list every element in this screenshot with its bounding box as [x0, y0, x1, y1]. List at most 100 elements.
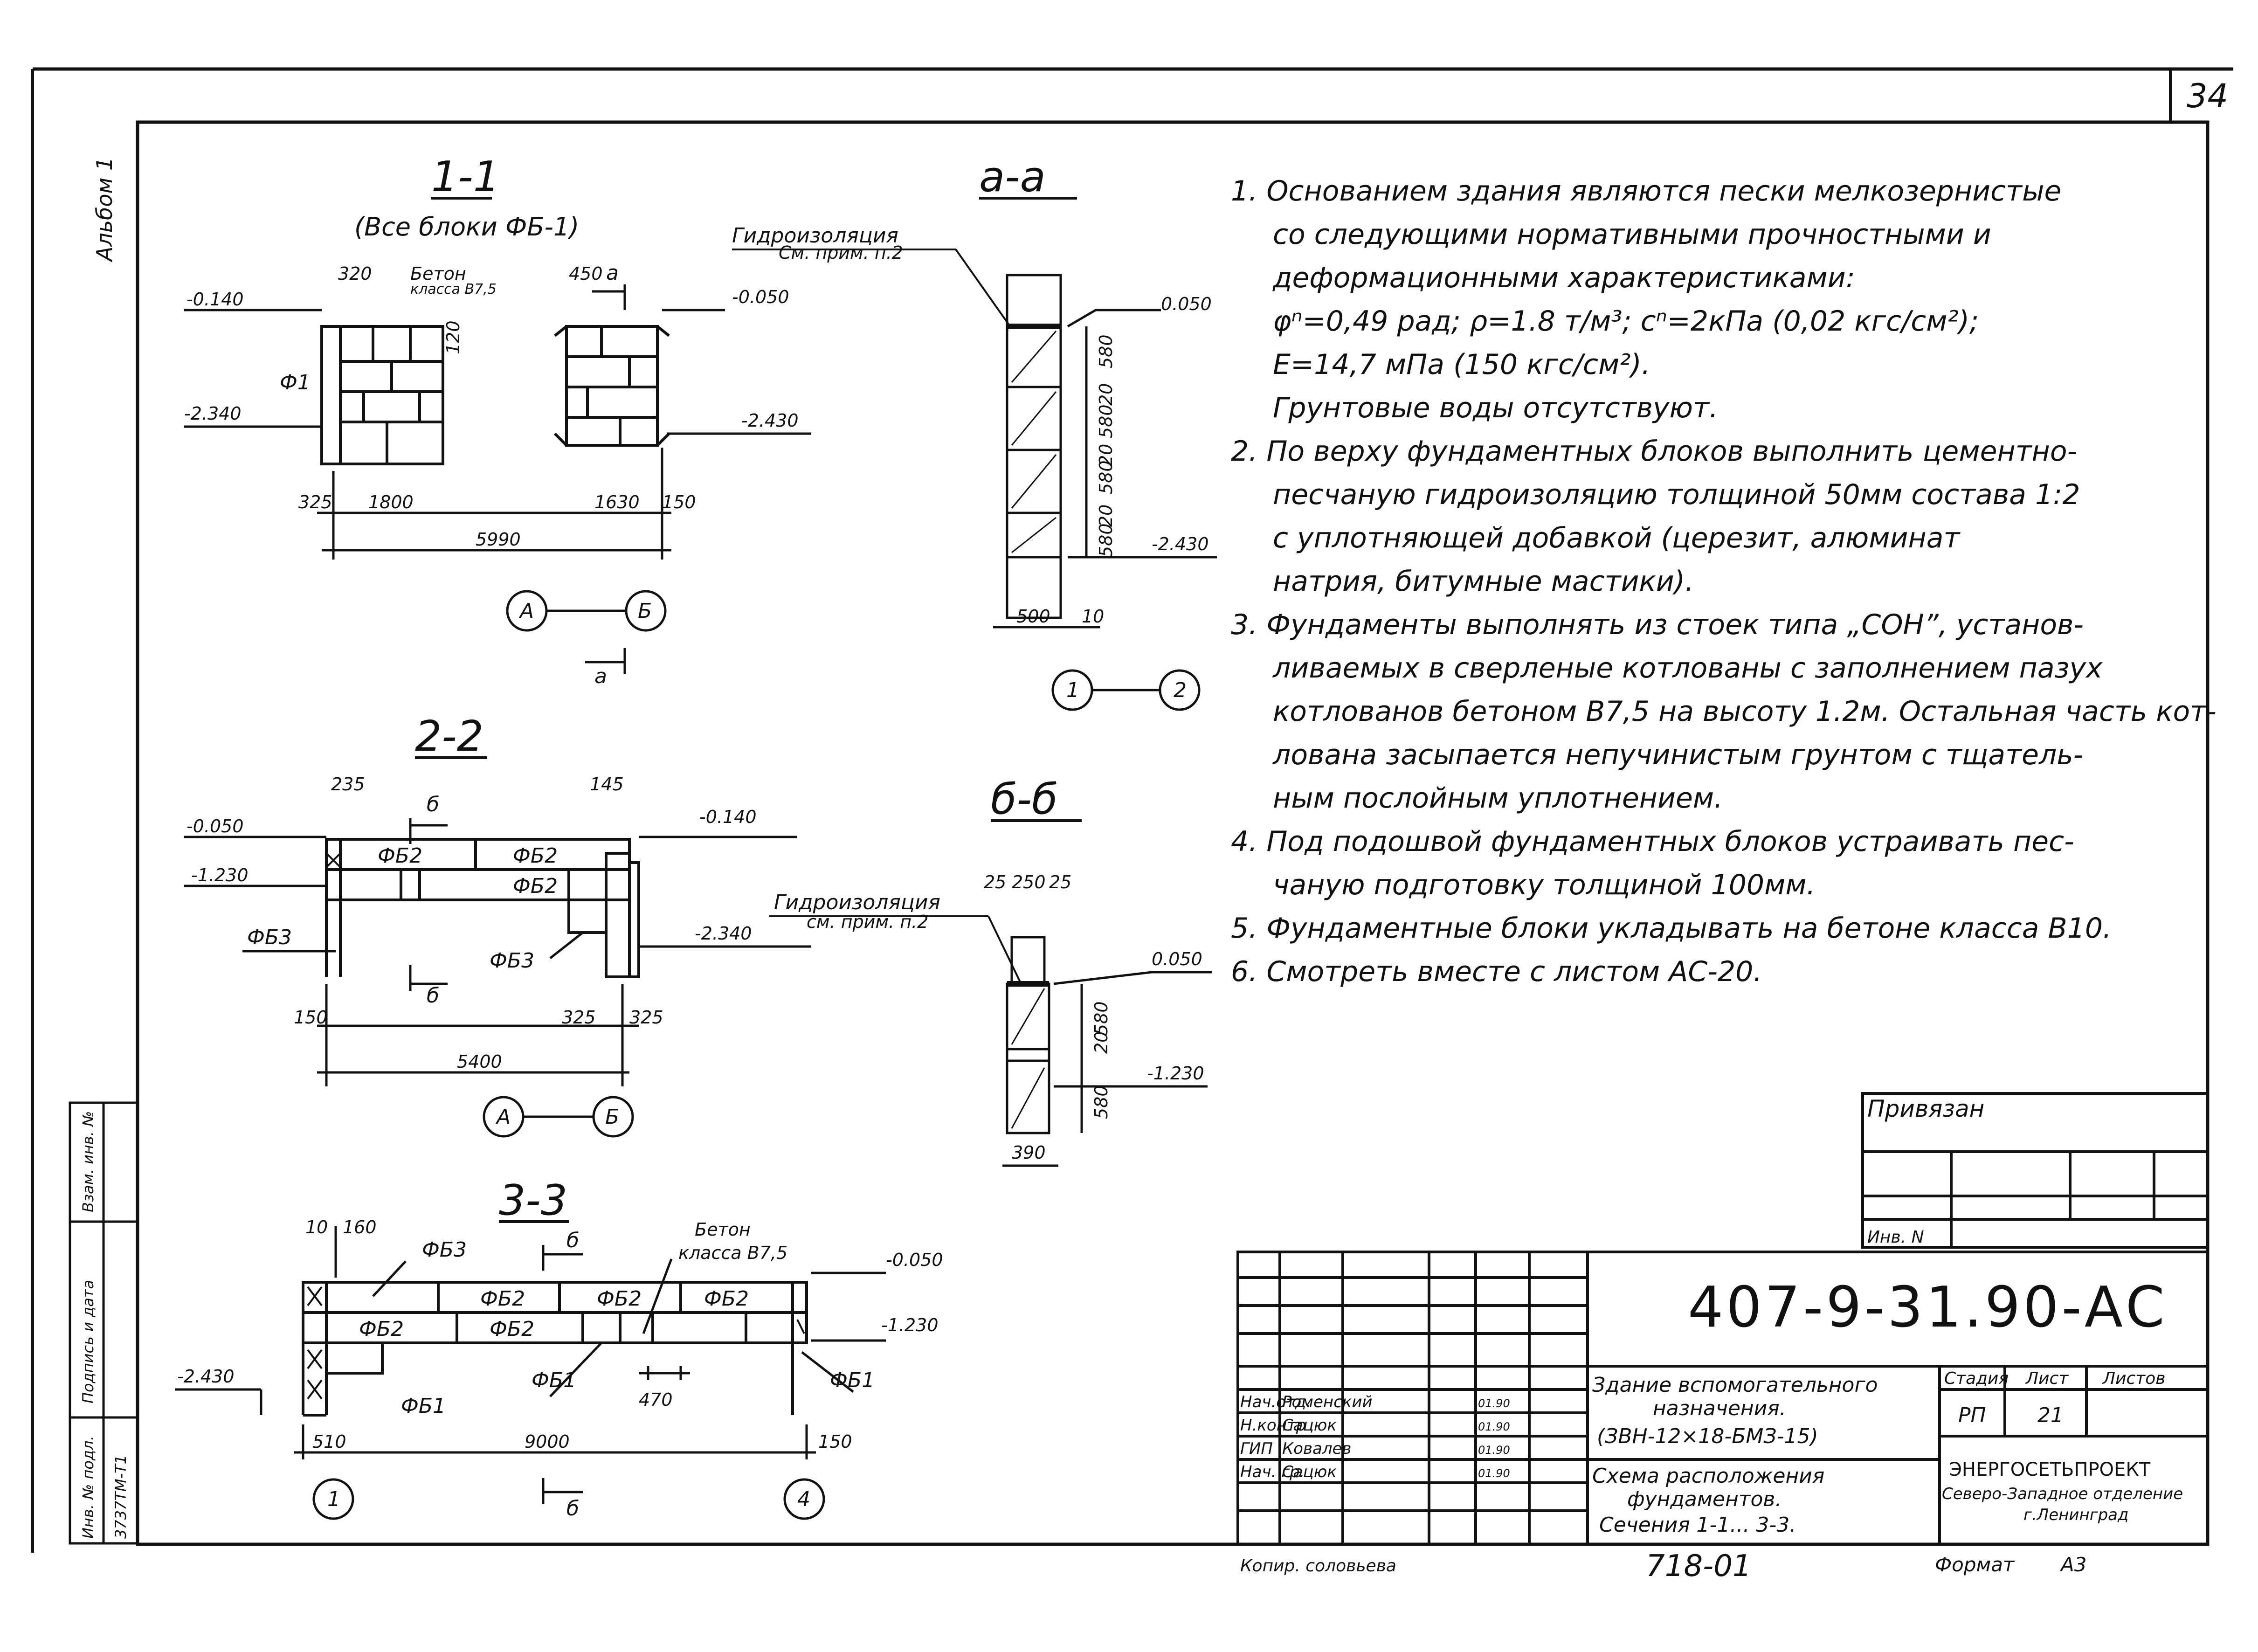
s-bb-level-bottom: -1.230	[1147, 1063, 1204, 1084]
section-1-1: 1-1 (Все блоки ФБ-1)	[184, 152, 811, 688]
inv-podl-label: Инв. № подл.	[79, 1436, 97, 1539]
s22-fb2-b: ФБ2	[513, 844, 558, 868]
signature-role: ГИП	[1240, 1439, 1273, 1458]
s33-beton: Бетон	[695, 1219, 751, 1240]
s33-d510: 510	[312, 1431, 346, 1452]
s33-fb1-1: ФБ1	[401, 1394, 446, 1418]
copier-label: Копир. соловьева	[1240, 1556, 1396, 1576]
list-value: 21	[2037, 1403, 2064, 1427]
s11-cut-a-top: а	[606, 261, 619, 285]
org-line-1: ЭНЕРГОСЕТЬПРОЕКТ	[1949, 1459, 2151, 1480]
s33-level-r2: -1.230	[881, 1315, 939, 1335]
s-bb-d25b: 25	[1049, 872, 1071, 892]
s-aa-d580a: 580	[1096, 334, 1116, 368]
note-line: 5. Фундаментные блоки укладывать на бето…	[1231, 912, 2112, 945]
signature-role: Нач. гр.	[1240, 1463, 1305, 1481]
format-label: Формат	[1935, 1553, 2015, 1576]
s33-beton-class: класса В7,5	[678, 1243, 787, 1263]
s22-level-l1: -0.050	[186, 816, 244, 836]
s-aa-d20a: 20	[1096, 383, 1116, 406]
s-bb-level-top: 0.050	[1152, 949, 1202, 969]
note-line: песчаную гидроизоляцию толщиной 50мм сос…	[1273, 478, 2080, 511]
sheet-title-2: фундаментов.	[1627, 1487, 1782, 1511]
s-aa-d10: 10	[1082, 606, 1104, 627]
note-line: 4. Под подошвой фундаментных блоков устр…	[1231, 825, 2074, 858]
signature-date: 01.90	[1478, 1467, 1510, 1480]
note-line: ливаемых в сверленые котлованы с заполне…	[1272, 652, 2103, 684]
signature-name: Роменский	[1282, 1393, 1373, 1411]
margin-strip	[69, 1101, 139, 1545]
s11-beton: Бетон	[410, 263, 466, 284]
s-bb-d250: 250	[1012, 872, 1046, 892]
s-bb-gidro-ref: см. прим. п.2	[807, 912, 928, 932]
stage-header: Стадия	[1944, 1369, 2009, 1388]
s-bb-d580a: 580	[1091, 1001, 1112, 1035]
s11-level-bottom: -2.340	[184, 403, 242, 424]
s-aa-d20c: 20	[1096, 505, 1116, 527]
stamp-label: 3737ТМ-Т1	[112, 1455, 130, 1539]
album-label: Альбом 1	[92, 157, 117, 263]
s33-d9000: 9000	[525, 1431, 570, 1452]
note-line: 1. Основанием здания являются пески мелк…	[1231, 175, 2061, 207]
signature-date: 01.90	[1478, 1444, 1510, 1457]
signature-name: Сацюк	[1282, 1463, 1337, 1481]
section-a-a: а-а Гидроизоляция См. прим. п.2 0.050 -2…	[732, 152, 1217, 711]
s22-d325b: 325	[629, 1007, 663, 1028]
s11-d325: 325	[298, 492, 332, 512]
note-line: котлованов бетоном В7,5 на высоту 1.2м. …	[1273, 695, 2217, 728]
s33-fb2-5: ФБ2	[490, 1317, 534, 1341]
s-aa-d580b: 580	[1096, 404, 1116, 438]
stage-value: РП	[1958, 1403, 1986, 1427]
s22-axis-b: Б	[605, 1105, 619, 1129]
s-bb-d580b: 580	[1091, 1085, 1112, 1119]
podpis-label: Подпись и дата	[79, 1280, 97, 1403]
s22-level-r1: -0.140	[699, 807, 757, 827]
section-2-2: 2-2 ФБ2 ФБ2 ФБ2 ФБ3 ФБ3	[184, 712, 811, 1138]
s-aa-axis-1: 1	[1066, 678, 1079, 702]
s-bb-gidro: Гидроизоляция	[774, 891, 940, 914]
s33-d160: 160	[343, 1217, 377, 1237]
note-line: ным послойным уплотнением.	[1273, 782, 1723, 815]
s-bb-d20: 20	[1091, 1031, 1112, 1054]
s33-cut-b: б	[566, 1229, 579, 1252]
s11-d150: 150	[662, 492, 696, 512]
s22-d5400: 5400	[457, 1051, 502, 1072]
s33-d150: 150	[818, 1431, 852, 1452]
s33-fb2-3: ФБ2	[704, 1287, 749, 1311]
s33-fb2-4: ФБ2	[359, 1317, 404, 1341]
s11-d450: 450	[569, 263, 603, 284]
note-line: деформационными характеристиками:	[1272, 262, 1855, 294]
s33-cut-b2: б	[566, 1497, 579, 1521]
note-line: E=14,7 мПа (150 кгс/см²).	[1273, 348, 1650, 381]
note-line: натрия, битумные мастики).	[1273, 565, 1694, 598]
signature-date: 01.90	[1478, 1420, 1510, 1433]
format-value: А3	[2059, 1553, 2086, 1576]
s22-fb3-b: ФБ3	[490, 949, 534, 973]
s11-d5990: 5990	[476, 529, 521, 550]
s22-d150: 150	[294, 1007, 328, 1028]
sheet-title-3: Сечения 1-1... 3-3.	[1599, 1513, 1796, 1537]
section-a-a-title: а-а	[979, 152, 1046, 201]
s11-level-top-r: -0.050	[732, 287, 789, 307]
building-line-1: Здание вспомогательного	[1592, 1373, 1878, 1397]
s11-d1630: 1630	[594, 492, 640, 512]
s22-fb3-a: ФБ3	[247, 926, 292, 949]
signature-role: Нач.отд.	[1240, 1393, 1311, 1411]
s-aa-gidro-ref: См. прим. п.2	[779, 242, 903, 263]
signature-name: Сацюк	[1282, 1416, 1337, 1435]
s11-axis-a: А	[518, 599, 534, 623]
s22-d145: 145	[590, 774, 624, 795]
list-header: Лист	[2025, 1369, 2069, 1388]
title-block	[1236, 1092, 2209, 1546]
s22-fb2-c: ФБ2	[513, 874, 558, 898]
page-number: 34	[2187, 77, 2228, 115]
s33-d470: 470	[639, 1389, 673, 1410]
section-3-3: 3-3 ФБ3 ФБ2 ФБ2	[175, 1176, 943, 1521]
s-aa-gidro: Гидроизоляция	[732, 224, 898, 248]
section-1-1-title: 1-1	[431, 152, 500, 201]
s22-d325a: 325	[562, 1007, 596, 1028]
s-aa-d580d: 580	[1096, 523, 1116, 557]
s22-d235: 235	[331, 774, 365, 795]
s-bb-d25a: 25	[984, 872, 1006, 892]
